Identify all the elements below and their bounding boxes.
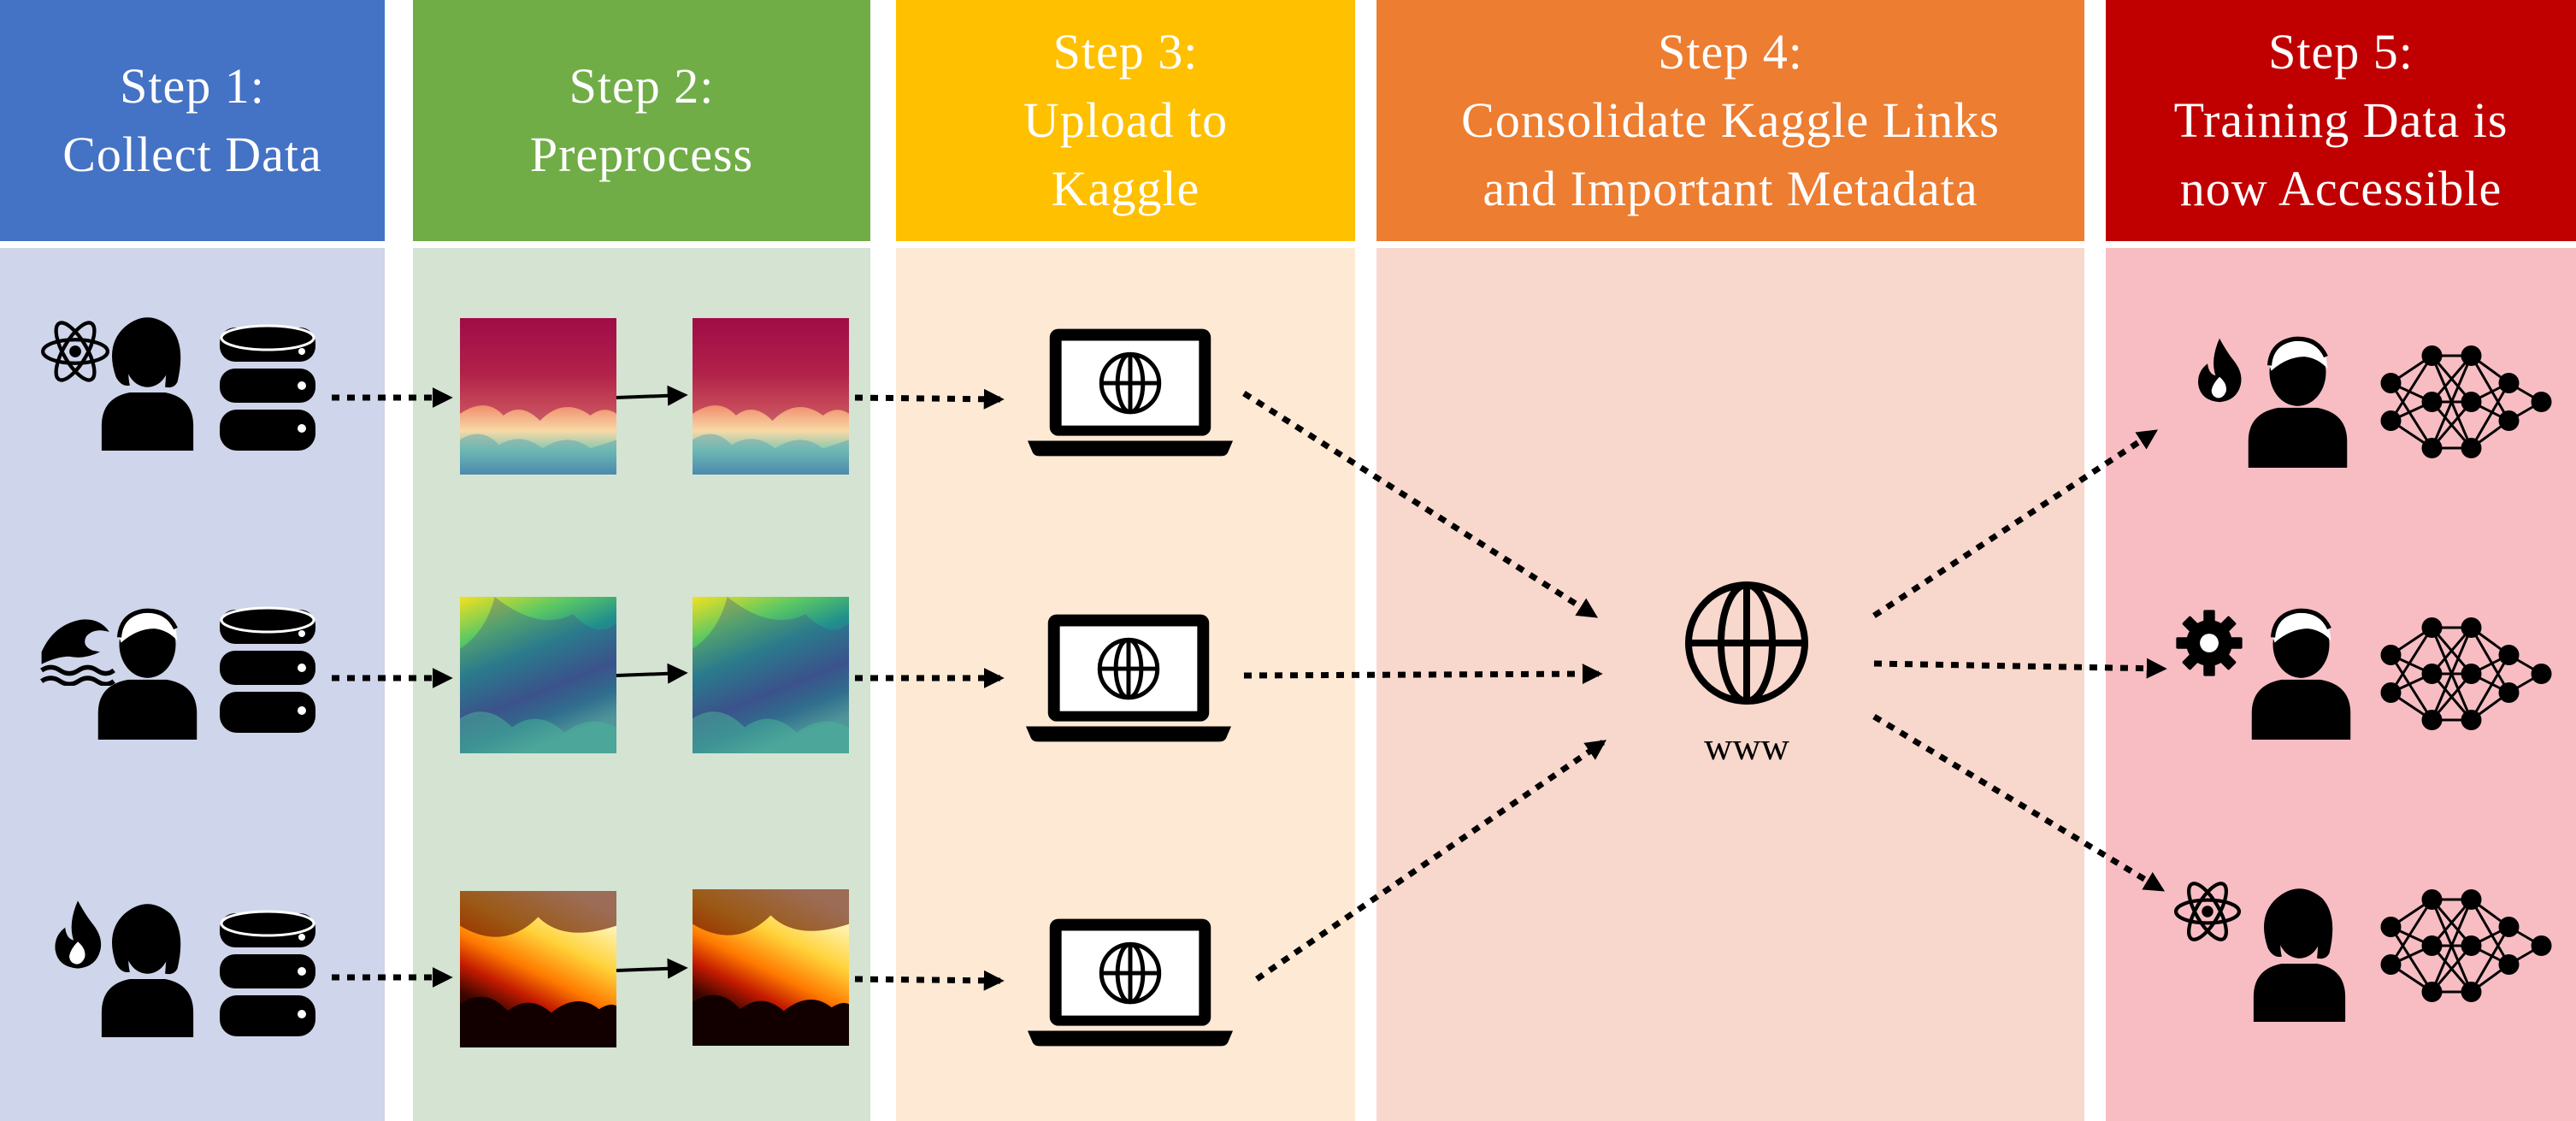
woman-icon [2253,888,2346,1022]
step-2-title: Step 2: [569,58,715,114]
raw-data-tile [460,597,616,753]
man-icon [2252,611,2351,740]
step-1-subtitle: Collect Data [62,127,322,182]
laptop-globe-icon [1028,919,1233,1047]
dotted-arrow [1873,658,2167,679]
laptop-globe-icon [1026,615,1231,742]
laptop-globe-icon [1028,329,1233,457]
step-4-subtitle-line-2: and Important Metadata [1483,161,1978,216]
step-3-title: Step 3: [1052,24,1199,80]
atom-icon [43,317,108,385]
processed-data-tile [693,597,849,753]
flame-icon [2198,338,2242,403]
dotted-arrow [854,970,1005,991]
neural-network-icon [2379,888,2552,1004]
raw-data-tile [460,318,616,475]
step-4-title: Step 4: [1658,24,1803,80]
dotted-arrow [854,388,1005,410]
step-3-subtitle-line-2: Kaggle [1051,161,1200,216]
step-5-subtitle-line-2: now Accessible [2179,161,2502,216]
man-icon [2249,339,2348,468]
step-5-subtitle-line-1: Training Data is [2173,92,2508,148]
step-2-header: Step 2: Preprocess [413,0,870,241]
database-icon [218,324,317,452]
step-3-subtitle-line-1: Upload to [1023,92,1229,148]
processed-data-tile [693,889,849,1046]
neural-network-icon [2379,344,2552,460]
database-icon [218,910,317,1038]
step-5-header: Step 5: Training Data is now Accessible [2106,0,2576,241]
dotted-arrow [1255,740,1606,982]
solid-arrow [616,385,688,406]
database-icon [218,606,317,735]
step-3-header: Step 3: Upload to Kaggle [896,0,1355,241]
step-4-subtitle-line-1: Consolidate Kaggle Links [1461,92,2000,148]
raw-data-tile [460,891,616,1047]
dotted-arrow [1243,664,1603,685]
solid-arrow [616,958,688,979]
solid-arrow [616,663,688,684]
processed-data-tile [693,318,849,475]
step-5-panel [2106,248,2576,1121]
woman-icon [101,317,194,451]
atom-icon [2176,878,2239,944]
gear-icon [2176,610,2243,676]
wave-icon [42,619,115,684]
step-2-subtitle: Preprocess [529,127,754,182]
step-1-header: Step 1: Collect Data [0,0,385,241]
woman-icon [101,904,194,1037]
man-icon [98,611,197,740]
step-1-title: Step 1: [120,58,265,114]
globe-icon [1685,581,1808,705]
dotted-arrow [1872,714,2166,892]
hub-label: www [1704,724,1789,768]
step-4-header: Step 4: Consolidate Kaggle Links and Impor… [1376,0,2084,241]
step-5-title: Step 5: [2268,24,2414,80]
flame-icon [55,900,102,969]
dotted-arrow [1242,391,1599,618]
neural-network-icon [2379,616,2552,732]
dotted-arrow [1872,429,2159,618]
